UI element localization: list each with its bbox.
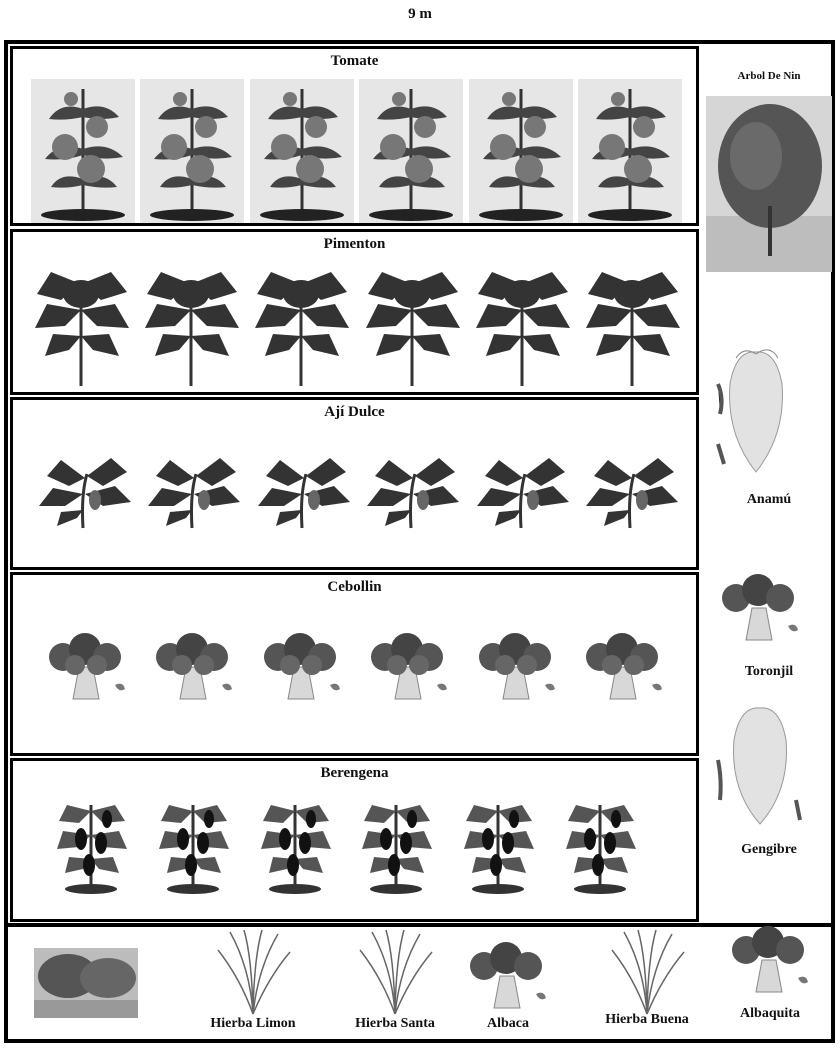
bed-title: Ají Dulce [13, 404, 696, 421]
eggplant-plant [560, 795, 640, 895]
pepper-plant [472, 264, 572, 388]
pepper-plant [31, 264, 131, 388]
tomato-plant [140, 79, 244, 223]
hierba-santa-label: Hierba Santa [320, 1016, 470, 1032]
bed-pimenton: Pimenton [10, 229, 699, 395]
broccoli-plant-icon [43, 633, 129, 703]
broccoli-plant-icon [473, 633, 559, 703]
bottom-divider [4, 923, 835, 927]
sweet-pepper-plant [578, 454, 682, 530]
pepper-plant [251, 264, 351, 388]
hierba-limon-grass-icon [210, 928, 296, 1016]
gengibre-label: Gengibre [704, 842, 834, 858]
sweet-pepper-plant [250, 454, 354, 530]
anamu-plant-icon [716, 344, 796, 474]
bed-title: Tomate [13, 53, 696, 70]
albaquita-label: Albaquita [708, 1006, 832, 1022]
bed-cebollin: Cebollin [10, 572, 699, 756]
eggplant-plant [153, 795, 233, 895]
hierba-buena-label: Hierba Buena [572, 1012, 722, 1028]
bed-title: Cebollin [13, 579, 696, 596]
tree-label: Arbol De Nin [704, 70, 834, 82]
eggplant-plant [458, 795, 538, 895]
eggplant-plant [51, 795, 131, 895]
tomato-plant [31, 79, 135, 223]
anamu-label: Anamú [704, 492, 834, 508]
bed-berengena: Berengena [10, 758, 699, 922]
tomato-plant [359, 79, 463, 223]
hierba-limon-label: Hierba Limon [178, 1016, 328, 1032]
sweet-pepper-plant [140, 454, 244, 530]
sweet-pepper-plant [31, 454, 135, 530]
albaquita-plant-icon [726, 926, 812, 996]
broccoli-plant-icon [150, 633, 236, 703]
dimension-label: 9 m [0, 6, 840, 23]
broccoli-plant-icon [258, 633, 344, 703]
eggplant-plant [255, 795, 335, 895]
bed-title: Berengena [13, 765, 696, 782]
neem-tree-icon [706, 96, 832, 272]
tree-photo-icon [34, 948, 138, 1018]
sweet-pepper-plant [359, 454, 463, 530]
pepper-plant [582, 264, 682, 388]
broccoli-plant-icon [365, 633, 451, 703]
sweet-pepper-plant [469, 454, 573, 530]
tomato-plant [250, 79, 354, 223]
hierba-buena-grass-icon [604, 928, 690, 1016]
pepper-plant [362, 264, 462, 388]
toronjil-label: Toronjil [704, 664, 834, 680]
broccoli-plant-icon [580, 633, 666, 703]
tomato-plant [578, 79, 682, 223]
albaca-plant-icon [464, 942, 550, 1012]
bed-aji-dulce: Ají Dulce [10, 397, 699, 570]
pepper-plant [141, 264, 241, 388]
bed-tomate: Tomate [10, 46, 699, 226]
albaca-label: Albaca [456, 1016, 560, 1032]
eggplant-plant [356, 795, 436, 895]
hierba-santa-grass-icon [352, 928, 438, 1016]
bed-title: Pimenton [13, 236, 696, 253]
toronjil-plant-icon [716, 574, 802, 644]
gengibre-plant-icon [716, 700, 802, 826]
tomato-plant [469, 79, 573, 223]
